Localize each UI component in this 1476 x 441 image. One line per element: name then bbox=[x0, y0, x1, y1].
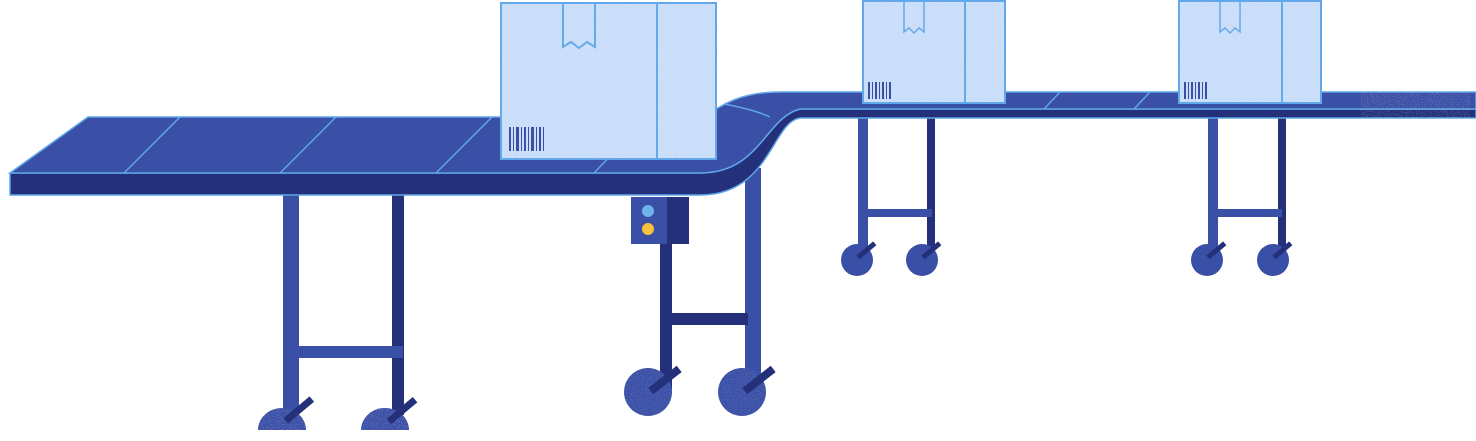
wheel-icon bbox=[361, 396, 418, 430]
belt-segment-lines bbox=[123, 91, 1151, 174]
wheel-icon bbox=[1257, 241, 1293, 276]
right-stand-2 bbox=[1191, 115, 1293, 276]
cardboard-box-icon bbox=[862, 0, 1006, 104]
barcode-icon bbox=[868, 82, 891, 99]
left-leg-front bbox=[283, 195, 299, 415]
control-panel-icon bbox=[631, 197, 689, 244]
wheel-icon bbox=[906, 241, 942, 276]
wheel-icon bbox=[1191, 241, 1227, 276]
wheel-icon bbox=[841, 241, 877, 276]
cardboard-box-icon bbox=[500, 2, 717, 160]
left-leg-crossbar bbox=[299, 346, 403, 358]
barcode-icon bbox=[509, 127, 544, 151]
wheel-icon bbox=[258, 396, 315, 430]
middle-leg-assembly bbox=[624, 168, 776, 416]
control-button-blue bbox=[642, 205, 654, 217]
middle-leg-front bbox=[660, 240, 672, 390]
cardboard-box-icon bbox=[1178, 0, 1322, 104]
left-leg-back bbox=[392, 195, 404, 415]
control-button-yellow bbox=[642, 223, 654, 235]
belt-fade-end bbox=[1360, 90, 1470, 120]
barcode-icon bbox=[1184, 82, 1207, 99]
conveyor-belt bbox=[7, 90, 1476, 196]
middle-leg-crossbar bbox=[670, 313, 748, 325]
left-leg-assembly bbox=[258, 195, 418, 430]
wheel-icon bbox=[718, 365, 776, 416]
right-stand-1 bbox=[841, 115, 942, 276]
middle-leg-back bbox=[745, 168, 761, 390]
wheel-icon bbox=[624, 365, 682, 416]
